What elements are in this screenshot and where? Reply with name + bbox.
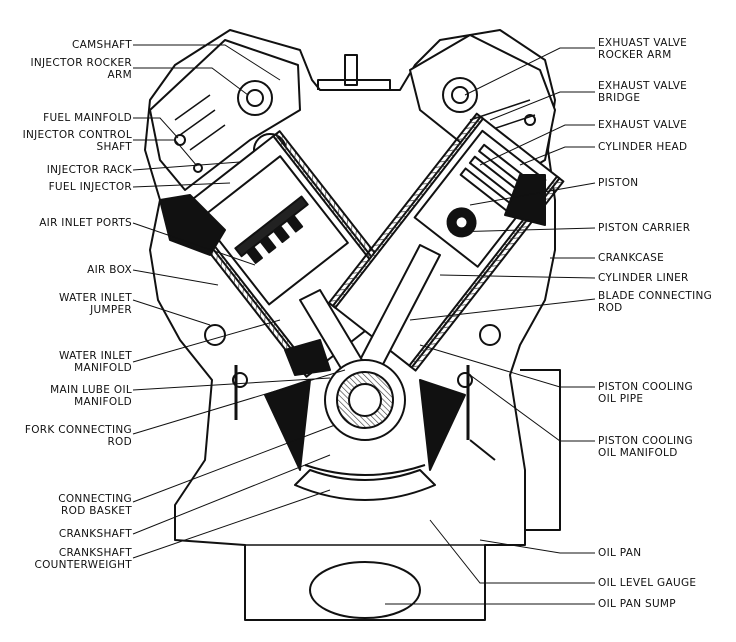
label-exhaust-valve-bridge-line-1: EXHAUST VALVE: [598, 80, 688, 92]
label-cylinder-liner-line-1: CYLINDER LINER: [598, 272, 689, 284]
label-blade-connecting-rod-line-2: ROD: [598, 302, 623, 314]
label-cylinder-head-line-1: CYLINDER HEAD: [598, 141, 688, 153]
label-water-inlet-manifold-line-2: MANIFOLD: [74, 362, 132, 374]
label-exhaust-valve-rocker-arm-line-1: EXHUAST VALVE: [598, 37, 688, 49]
label-crankshaft-counterweight-line-1: CRANKSHAFT: [58, 547, 132, 559]
label-connecting-rod-basket: CONNECTING ROD BASKET: [58, 493, 132, 517]
label-piston-cooling-oil-pipe-line-2: OIL PIPE: [598, 393, 644, 405]
label-fuel-injector-line-1: FUEL INJECTOR: [48, 181, 132, 193]
label-piston-cooling-oil-manifold-line-2: OIL MANIFOLD: [598, 447, 678, 459]
label-injector-rocker-arm-line-1: INJECTOR ROCKER: [30, 57, 132, 69]
label-oil-pan-line-1: OIL PAN: [598, 547, 642, 559]
label-air-box-line-1: AIR BOX: [87, 264, 132, 276]
label-crankshaft-counterweight-line-2: COUNTERWEIGHT: [34, 559, 132, 571]
label-injector-rocker-arm: INJECTOR ROCKER ARM: [30, 57, 132, 81]
label-water-inlet-manifold: WATER INLET MANIFOLD: [59, 350, 132, 374]
label-piston-cooling-oil-manifold: PISTON COOLING OIL MANIFOLD: [598, 435, 693, 459]
label-fork-connecting-rod-line-1: FORK CONNECTING: [24, 424, 132, 436]
label-crankshaft-counterweight: CRANKSHAFT COUNTERWEIGHT: [34, 547, 132, 571]
label-air-inlet-ports-line-1: AIR INLET PORTS: [39, 217, 132, 229]
label-exhaust-valve-line-1: EXHAUST VALVE: [598, 119, 688, 131]
right-piston: [413, 129, 547, 268]
label-water-inlet-jumper-line-1: WATER INLET: [58, 292, 132, 304]
label-injector-control-shaft-line-2: SHAFT: [96, 141, 132, 153]
label-oil-pan-sump-line-1: OIL PAN SUMP: [598, 598, 676, 610]
label-camshaft-line-1: CAMSHAFT: [72, 39, 132, 51]
label-fuel-manifold: FUEL MAINFOLD: [43, 112, 132, 124]
label-piston: PISTON: [598, 177, 638, 189]
label-exhaust-valve: EXHAUST VALVE: [598, 119, 687, 131]
label-injector-control-shaft: INJECTOR CONTROL SHAFT: [23, 129, 132, 153]
label-air-box: AIR BOX: [87, 264, 132, 276]
label-injector-rack: INJECTOR RACK: [47, 164, 132, 176]
label-fuel-manifold-line-1: FUEL MAINFOLD: [43, 112, 132, 124]
leader-lines: [132, 44, 596, 605]
label-fuel-injector: FUEL INJECTOR: [49, 181, 132, 193]
label-fork-connecting-rod-line-2: ROD: [107, 436, 132, 448]
side-cover: [520, 369, 561, 531]
label-camshaft: CAMSHAFT: [72, 39, 132, 51]
left-cylinder-head: [149, 39, 301, 191]
label-exhaust-valve-rocker-arm-line-2: ROCKER ARM: [598, 49, 672, 61]
label-cylinder-liner: CYLINDER LINER: [598, 272, 689, 284]
label-piston-carrier-line-1: PISTON CARRIER: [598, 222, 691, 234]
label-water-inlet-manifold-line-1: WATER INLET: [58, 350, 132, 362]
engine-drawing: [144, 29, 565, 621]
label-oil-pan: OIL PAN: [598, 547, 641, 559]
label-main-lube-oil-manifold: MAIN LUBE OIL MANIFOLD: [50, 384, 132, 408]
label-piston-cooling-oil-pipe: PISTON COOLING OIL PIPE: [598, 381, 693, 405]
label-main-lube-oil-manifold-line-2: MANIFOLD: [74, 396, 132, 408]
label-cylinder-head: CYLINDER HEAD: [598, 141, 687, 153]
label-piston-cooling-oil-pipe-line-1: PISTON COOLING: [598, 381, 693, 393]
right-cylinder-head: [409, 34, 556, 176]
label-exhaust-valve-bridge-line-2: BRIDGE: [598, 92, 641, 104]
label-main-lube-oil-manifold-line-1: MAIN LUBE OIL: [50, 384, 132, 396]
label-oil-pan-sump: OIL PAN SUMP: [598, 598, 676, 610]
label-injector-control-shaft-line-1: INJECTOR CONTROL: [22, 129, 132, 141]
label-water-inlet-jumper: WATER INLET JUMPER: [59, 292, 132, 316]
label-exhaust-valve-rocker-arm: EXHUAST VALVE ROCKER ARM: [598, 37, 687, 61]
label-piston-cooling-oil-manifold-line-1: PISTON COOLING: [598, 435, 693, 447]
label-piston-carrier: PISTON CARRIER: [598, 222, 690, 234]
label-fork-connecting-rod: FORK CONNECTING ROD: [25, 424, 132, 448]
label-crankshaft-line-1: CRANKSHAFT: [58, 528, 132, 540]
label-blade-connecting-rod-line-1: BLADE CONNECTING: [598, 290, 713, 302]
label-piston-line-1: PISTON: [598, 177, 639, 189]
label-blade-connecting-rod: BLADE CONNECTING ROD: [598, 290, 712, 314]
label-injector-rack-line-1: INJECTOR RACK: [46, 164, 132, 176]
label-connecting-rod-basket-line-2: ROD BASKET: [61, 505, 132, 517]
label-water-inlet-jumper-line-2: JUMPER: [90, 304, 132, 316]
label-oil-level-gauge: OIL LEVEL GAUGE: [598, 577, 696, 589]
label-air-inlet-ports: AIR INLET PORTS: [39, 217, 132, 229]
label-crankshaft: CRANKSHAFT: [59, 528, 132, 540]
oil-pan-sump-ellipse: [309, 561, 421, 619]
label-crankcase-line-1: CRANKCASE: [598, 252, 665, 264]
breather: [344, 54, 358, 86]
crankshaft-counterweight: [294, 469, 436, 501]
label-crankcase: CRANKCASE: [598, 252, 664, 264]
label-exhaust-valve-bridge: EXHAUST VALVE BRIDGE: [598, 80, 687, 104]
label-connecting-rod-basket-line-1: CONNECTING: [58, 493, 132, 505]
label-injector-rocker-arm-line-2: ARM: [107, 69, 132, 81]
label-oil-level-gauge-line-1: OIL LEVEL GAUGE: [598, 577, 697, 589]
